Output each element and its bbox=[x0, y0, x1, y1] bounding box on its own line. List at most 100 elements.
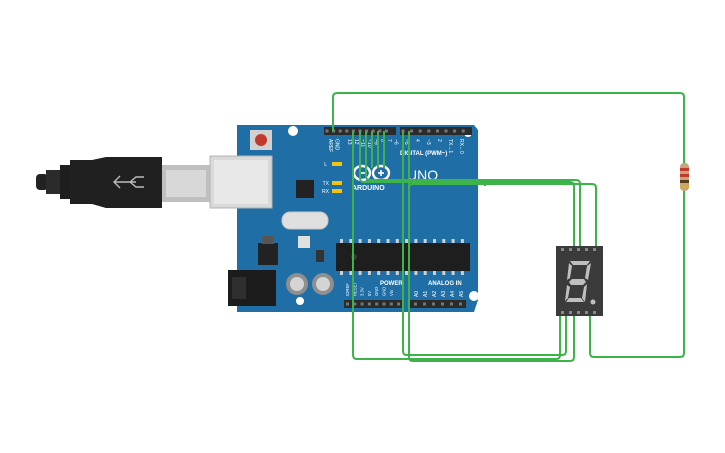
display-pin[interactable] bbox=[585, 311, 588, 314]
chip-leg bbox=[358, 239, 362, 243]
header-pin-hole[interactable] bbox=[375, 302, 379, 306]
chip-leg bbox=[367, 271, 371, 275]
mount-hole bbox=[288, 126, 298, 136]
voltage-regulator-tab bbox=[262, 236, 274, 244]
display-pins-bottom bbox=[561, 311, 596, 314]
header-pin-hole[interactable] bbox=[325, 129, 329, 133]
header-pin-hole[interactable] bbox=[371, 129, 375, 133]
chip-leg bbox=[442, 239, 446, 243]
header-pin-hole[interactable] bbox=[453, 129, 457, 133]
header-pin-hole[interactable] bbox=[389, 302, 393, 306]
digit-segments bbox=[565, 261, 596, 305]
resistor-band bbox=[680, 186, 689, 188]
wire-pin-4[interactable] bbox=[408, 183, 597, 246]
header-pin-hole[interactable] bbox=[459, 302, 462, 306]
seven-segment-display[interactable]: 8 bbox=[556, 246, 603, 316]
display-pin[interactable] bbox=[593, 248, 596, 251]
reset-button[interactable] bbox=[255, 134, 267, 146]
display-pin[interactable] bbox=[577, 311, 580, 314]
header-pin-hole[interactable] bbox=[384, 129, 388, 133]
header-pin-hole[interactable] bbox=[414, 302, 417, 306]
chip-leg bbox=[367, 239, 371, 243]
header-pin-label: GND bbox=[334, 139, 340, 151]
header-pin-label: ~3 bbox=[425, 139, 431, 145]
header-pin-hole[interactable] bbox=[345, 129, 349, 133]
header-pin-hole[interactable] bbox=[367, 302, 371, 306]
mount-hole bbox=[469, 291, 479, 301]
header-pin-hole[interactable] bbox=[441, 302, 444, 306]
analog-pin-label: A1 bbox=[423, 291, 429, 297]
header-pin-hole[interactable] bbox=[418, 129, 422, 133]
analog-pin-label: A2 bbox=[432, 291, 438, 297]
chip-leg bbox=[442, 271, 446, 275]
header-pin-hole[interactable] bbox=[444, 129, 448, 133]
chip-leg bbox=[340, 271, 343, 275]
chip-leg bbox=[451, 271, 455, 275]
digital-label: DIGITAL (PWM~) bbox=[400, 151, 447, 157]
header-pin-hole[interactable] bbox=[353, 302, 357, 306]
wire-pin-5[interactable] bbox=[408, 131, 575, 362]
header-pin-hole[interactable] bbox=[378, 129, 382, 133]
header-pin-hole[interactable] bbox=[346, 302, 349, 306]
chip-leg bbox=[405, 271, 409, 275]
header-pin-hole[interactable] bbox=[360, 302, 364, 306]
led-l bbox=[332, 162, 342, 166]
power-pin-label: IOREF bbox=[345, 283, 350, 296]
segment-d bbox=[566, 298, 584, 302]
usb-logo-icon bbox=[113, 175, 144, 189]
segment-dp bbox=[590, 299, 596, 305]
power-label: POWER bbox=[380, 281, 403, 287]
wire-pin-10[interactable] bbox=[365, 131, 581, 246]
display-pin[interactable] bbox=[561, 248, 564, 251]
display-pin[interactable] bbox=[569, 311, 572, 314]
header-pin-label: AREF bbox=[327, 139, 333, 152]
header-pin-label: 7 bbox=[386, 139, 392, 142]
resistor[interactable] bbox=[680, 163, 689, 191]
led-tx-label: TX bbox=[323, 181, 330, 187]
wire-pin-6[interactable] bbox=[402, 131, 567, 356]
analog-pin-label: A4 bbox=[450, 291, 456, 297]
wire-gnd-to-resistor[interactable] bbox=[332, 92, 685, 163]
header-pin-hole[interactable] bbox=[427, 129, 431, 133]
power-header bbox=[344, 300, 404, 308]
display-pin[interactable] bbox=[593, 311, 596, 314]
chip-leg bbox=[405, 239, 409, 243]
segment-g bbox=[569, 279, 586, 285]
brand-text: ARDUINO bbox=[352, 185, 385, 192]
header-pin-hole[interactable] bbox=[338, 129, 342, 133]
display-pin[interactable] bbox=[561, 311, 564, 314]
header-pin-label: ~6 bbox=[392, 139, 398, 145]
display-pin[interactable] bbox=[569, 248, 572, 251]
header-pin-label: ~5 bbox=[403, 139, 409, 145]
analog-pin-label: A5 bbox=[459, 291, 465, 297]
header-pin-hole[interactable] bbox=[397, 302, 401, 306]
header-pin-hole[interactable] bbox=[410, 129, 414, 133]
header-pin-hole[interactable] bbox=[461, 129, 465, 133]
header-pin-hole[interactable] bbox=[435, 129, 439, 133]
chip-leg bbox=[423, 239, 427, 243]
chip-leg bbox=[460, 271, 464, 275]
segment-c bbox=[582, 284, 587, 302]
wire-pin-12[interactable] bbox=[352, 131, 561, 360]
header-pin-hole[interactable] bbox=[432, 302, 435, 306]
chip-leg bbox=[433, 239, 436, 243]
resistor-band bbox=[680, 174, 689, 177]
power-pin-label: RESET bbox=[352, 282, 357, 296]
wire-resistor-to-display[interactable] bbox=[589, 191, 685, 358]
led-l-label: L bbox=[324, 162, 327, 168]
display-pin[interactable] bbox=[585, 248, 588, 251]
header-pin-hole[interactable] bbox=[450, 302, 453, 306]
power-pin-label: 5V bbox=[367, 291, 372, 296]
chip-leg bbox=[358, 271, 362, 275]
smd-component bbox=[316, 250, 324, 262]
segment-a bbox=[570, 261, 590, 265]
arduino-uno-board[interactable]: L TX RX ARDUINO UNO DIGITAL (PWM~) POWER… bbox=[209, 125, 479, 312]
header-pin-hole[interactable] bbox=[382, 302, 386, 306]
chip-leg bbox=[423, 271, 427, 275]
display-pin[interactable] bbox=[577, 248, 580, 251]
header-pin-hole[interactable] bbox=[423, 302, 426, 306]
header-pin-label: ~9 bbox=[373, 139, 379, 145]
usb-cable[interactable] bbox=[36, 157, 210, 208]
